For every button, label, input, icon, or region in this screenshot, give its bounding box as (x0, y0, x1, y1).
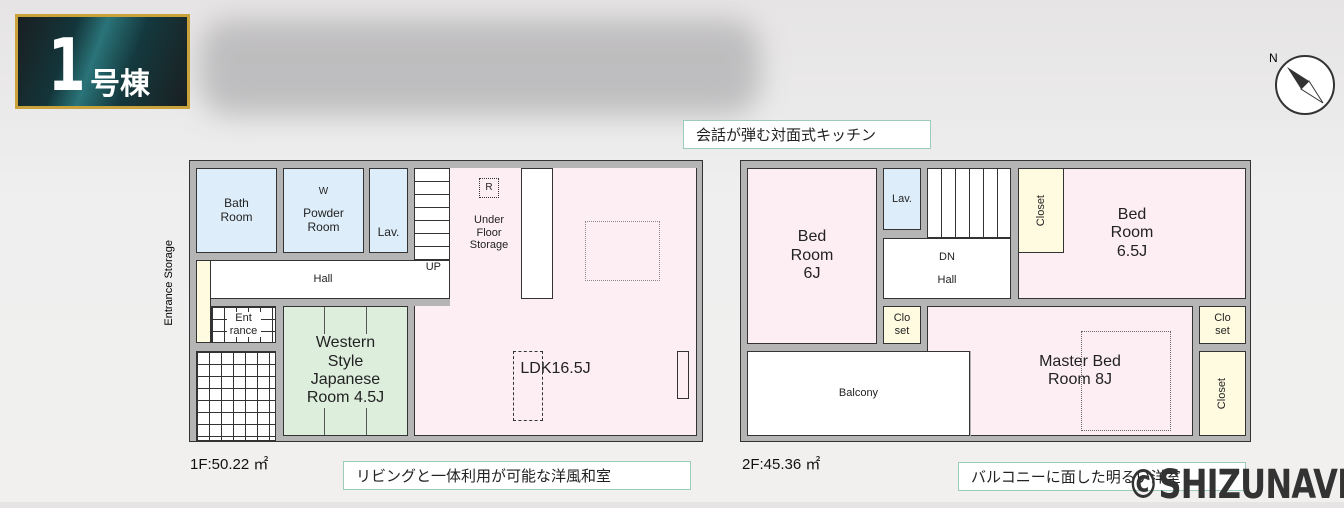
callout-bedroom: バルコニーに面した明るい洋室 (958, 462, 1246, 491)
callout-kitchen: 会話が弾む対面式キッチン (683, 120, 931, 149)
dining-table (585, 221, 660, 281)
floor-1-area: 1F:50.22 ㎡ (190, 456, 269, 473)
entrance-floor (196, 351, 276, 441)
closet-2: Clo set (883, 306, 921, 344)
room-entrance: Ent rance (211, 306, 276, 343)
callout-japanese-room: リビングと一体利用が可能な洋風和室 (343, 461, 691, 490)
stairs-2f (927, 168, 1011, 238)
watermark: ©SHIZUNAVI (1127, 462, 1344, 508)
sofa (513, 351, 543, 421)
room-master-bedroom: Master Bed Room 8J (927, 306, 1193, 436)
entrance-storage-label: Entrance Storage (163, 240, 175, 326)
closet-4: Closet (1199, 351, 1246, 436)
room-japanese: Western Style Japanese Room 4.5J (283, 306, 408, 436)
balcony: Balcony (747, 351, 970, 436)
building-badge: 1 号棟 (15, 14, 190, 109)
closet-3: Clo set (1199, 306, 1246, 344)
room-lavatory: Lav. (369, 168, 408, 253)
blurred-background (200, 20, 760, 115)
room-lavatory-2f: Lav. (883, 168, 921, 230)
closet-1: Closet (1018, 168, 1064, 253)
north-label: N (1269, 51, 1278, 65)
room-bath: Bath Room (196, 168, 277, 253)
compass-icon: N (1269, 51, 1335, 115)
kitchen-counter (521, 168, 553, 299)
bed (1081, 331, 1171, 431)
tv-stand (677, 351, 689, 399)
stairs (414, 168, 450, 261)
floor-2-area: 2F:45.36 ㎡ (742, 456, 821, 473)
room-bedroom-6j: Bed Room 6J (747, 168, 877, 344)
building-label: 号棟 (90, 68, 150, 101)
building-number: 1 (48, 23, 86, 107)
entrance-storage (196, 260, 211, 343)
